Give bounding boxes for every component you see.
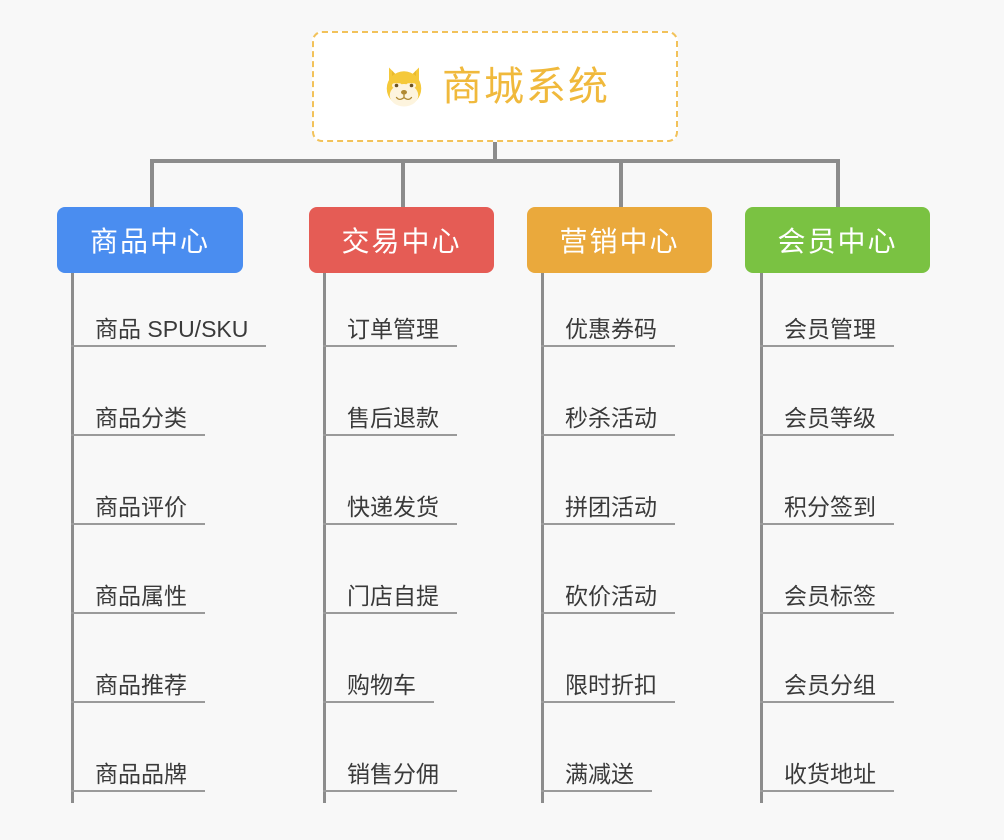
leaf-item-2-6[interactable]: 销售分佣: [323, 738, 457, 792]
dog-face-icon: [380, 63, 428, 111]
category-label-1: 商品中心: [89, 226, 210, 257]
category-label-4: 会员中心: [777, 226, 898, 257]
leaf-label: 收货地址: [784, 760, 876, 787]
leaf-label: 商品品牌: [95, 760, 187, 787]
leaf-item-1-2[interactable]: 商品分类: [71, 382, 205, 436]
leaf-label: 商品属性: [95, 582, 187, 609]
leaf-label: 购物车: [347, 671, 416, 698]
leaf-item-1-1[interactable]: 商品 SPU/SKU: [71, 293, 267, 347]
category-label-2: 交易中心: [341, 226, 462, 257]
leaf-label: 限时折扣: [565, 671, 657, 698]
connector-drop-branch-4: [836, 159, 840, 207]
leaf-item-4-1[interactable]: 会员管理: [760, 293, 894, 347]
category-box-1[interactable]: 商品中心: [57, 207, 243, 273]
leaf-item-1-5[interactable]: 商品推荐: [71, 649, 205, 703]
leaf-label: 商品推荐: [95, 671, 187, 698]
leaf-label: 门店自提: [347, 582, 439, 609]
leaf-item-3-1[interactable]: 优惠券码: [541, 293, 675, 347]
category-box-2[interactable]: 交易中心: [309, 207, 494, 273]
leaf-item-1-6[interactable]: 商品品牌: [71, 738, 205, 792]
root-title: 商城系统: [442, 64, 610, 109]
connector-drop-branch-3: [619, 159, 623, 207]
leaf-label: 会员等级: [784, 404, 876, 431]
connector-bus: [150, 159, 840, 163]
leaf-label: 商品分类: [95, 404, 187, 431]
leaf-label: 满减送: [565, 760, 634, 787]
leaf-item-2-1[interactable]: 订单管理: [323, 293, 457, 347]
leaf-item-4-2[interactable]: 会员等级: [760, 382, 894, 436]
leaf-item-3-6[interactable]: 满减送: [541, 738, 652, 792]
leaf-label: 会员分组: [784, 671, 876, 698]
category-box-3[interactable]: 营销中心: [527, 207, 712, 273]
leaf-item-2-4[interactable]: 门店自提: [323, 560, 457, 614]
leaf-item-4-4[interactable]: 会员标签: [760, 560, 894, 614]
leaf-label: 订单管理: [347, 315, 439, 342]
leaf-label: 优惠券码: [565, 315, 657, 342]
leaf-item-4-3[interactable]: 积分签到: [760, 471, 894, 525]
leaf-item-3-2[interactable]: 秒杀活动: [541, 382, 675, 436]
connector-root-drop: [493, 142, 497, 162]
branch-spine-4: [760, 273, 763, 803]
leaf-label: 商品 SPU/SKU: [95, 315, 249, 342]
leaf-label: 快递发货: [347, 493, 439, 520]
leaf-label: 售后退款: [347, 404, 439, 431]
leaf-item-4-5[interactable]: 会员分组: [760, 649, 894, 703]
leaf-label: 会员标签: [784, 582, 876, 609]
leaf-item-2-5[interactable]: 购物车: [323, 649, 434, 703]
leaf-item-1-3[interactable]: 商品评价: [71, 471, 205, 525]
category-box-4[interactable]: 会员中心: [745, 207, 930, 273]
leaf-label: 会员管理: [784, 315, 876, 342]
leaf-label: 积分签到: [784, 493, 876, 520]
category-label-3: 营销中心: [559, 226, 680, 257]
leaf-item-3-5[interactable]: 限时折扣: [541, 649, 675, 703]
leaf-item-2-3[interactable]: 快递发货: [323, 471, 457, 525]
connector-drop-branch-2: [401, 159, 405, 207]
leaf-label: 拼团活动: [565, 493, 657, 520]
leaf-label: 销售分佣: [347, 760, 439, 787]
leaf-item-4-6[interactable]: 收货地址: [760, 738, 894, 792]
leaf-item-2-2[interactable]: 售后退款: [323, 382, 457, 436]
branch-spine-3: [541, 273, 544, 803]
leaf-item-1-4[interactable]: 商品属性: [71, 560, 205, 614]
leaf-item-3-3[interactable]: 拼团活动: [541, 471, 675, 525]
connector-drop-branch-1: [150, 159, 154, 207]
branch-spine-1: [71, 273, 74, 803]
leaf-item-3-4[interactable]: 砍价活动: [541, 560, 675, 614]
root-node-shopping-mall-system[interactable]: 商城系统: [312, 31, 678, 142]
leaf-label: 砍价活动: [565, 582, 657, 609]
branch-spine-2: [323, 273, 326, 803]
leaf-label: 商品评价: [95, 493, 187, 520]
leaf-label: 秒杀活动: [565, 404, 657, 431]
